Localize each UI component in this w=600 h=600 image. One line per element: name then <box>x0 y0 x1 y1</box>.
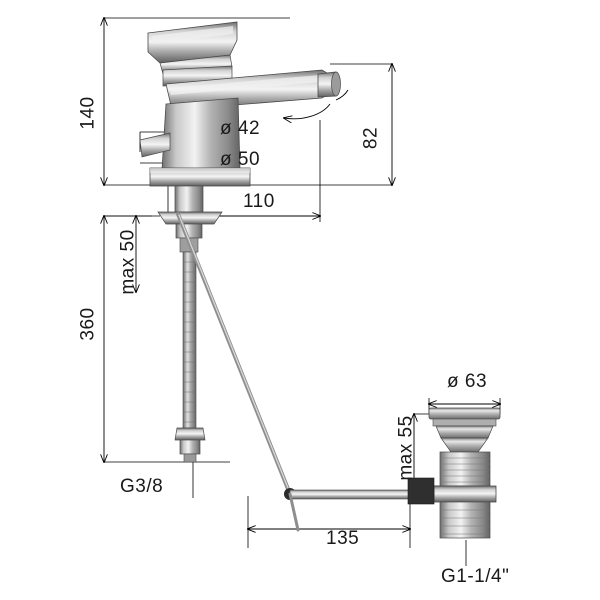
dimension-label-max-50: max 50 <box>117 229 139 295</box>
dimension-label-max-55: max 55 <box>395 415 417 481</box>
dimension-label-hose-length-360: 360 <box>77 307 99 341</box>
dimension-label-thread-g1-1-4: G1-1/4" <box>441 566 510 587</box>
dimension-label-diameter-42: ø 42 <box>220 118 261 139</box>
tap-body-graphic <box>147 21 341 253</box>
dimension-label-diameter-50: ø 50 <box>220 149 261 170</box>
dimension-label-spout-depth-82: 82 <box>360 126 382 150</box>
pop-up-waste-graphic <box>407 407 501 539</box>
dimension-label-height-140: 140 <box>77 96 99 130</box>
swivel-arc-indicator <box>284 89 349 119</box>
flexible-hose-graphic <box>174 251 206 463</box>
dimension-label-diameter-63: ø 63 <box>447 371 488 392</box>
dimension-label-spout-reach-110: 110 <box>243 191 275 212</box>
pop-up-pull-rod <box>139 132 413 532</box>
dimension-label-thread-g38: G3/8 <box>120 476 164 497</box>
dimension-label-rod-length-135: 135 <box>326 528 360 549</box>
